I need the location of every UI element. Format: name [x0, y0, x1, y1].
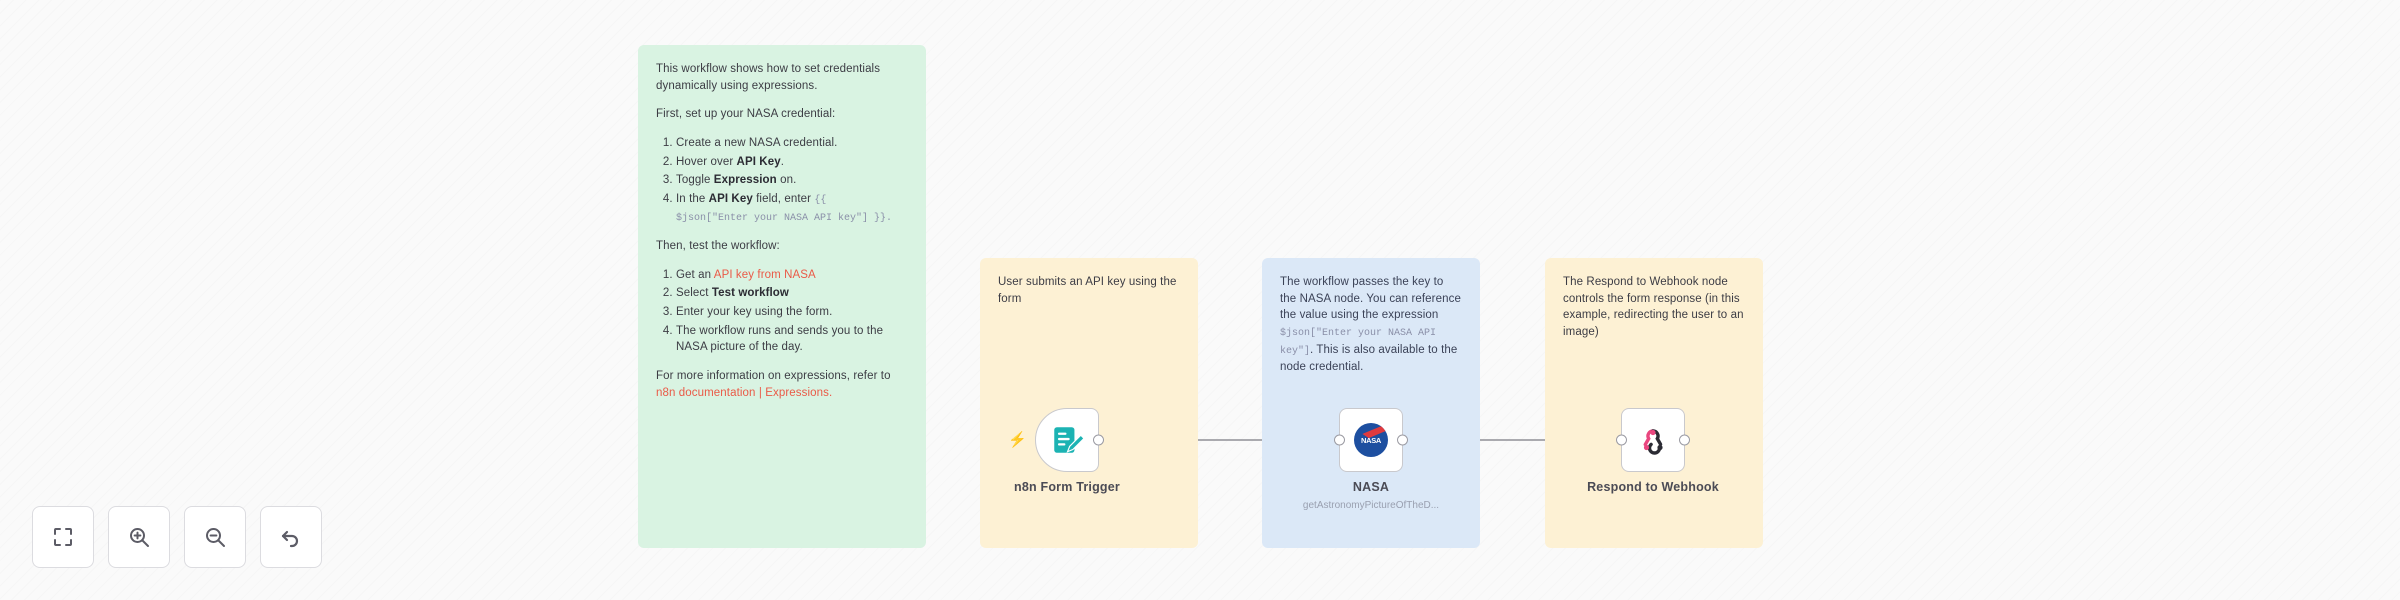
node-label-respond-to-webhook: Respond to Webhook — [1587, 480, 1719, 494]
sticky-note-nasa[interactable]: The workflow passes the key to the NASA … — [1262, 258, 1480, 548]
undo-arrow-icon — [281, 530, 299, 548]
nasa-api-key-link[interactable]: API key from NASA — [713, 268, 816, 281]
output-port[interactable] — [1679, 434, 1690, 446]
node-n8n-form-trigger[interactable]: ⚡ n8n Form Trigger — [1008, 408, 1120, 494]
note-nasa-text: The workflow passes the key to the NASA … — [1280, 276, 1461, 374]
sticky-note-respond-to-webhook[interactable]: The Respond to Webhook node controls the… — [1545, 258, 1763, 548]
zoom-in-icon — [130, 528, 149, 547]
note-setup-credential-steps: Create a new NASA credential. Hover over… — [656, 135, 908, 226]
test-step-4: The workflow runs and sends you to the N… — [676, 323, 908, 356]
trigger-bolt-icon: ⚡ — [1008, 431, 1027, 449]
note-setup-intro: This workflow shows how to set credentia… — [656, 63, 881, 92]
note-form-text: User submits an API key using the form — [998, 276, 1177, 305]
credential-step-1: Create a new NASA credential. — [676, 135, 908, 152]
node-label-n8n-form-trigger: n8n Form Trigger — [1014, 480, 1120, 494]
node-n8n-form-trigger-box[interactable]: ⚡ — [1008, 408, 1104, 472]
form-icon — [1054, 427, 1084, 453]
test-step-3: Enter your key using the form. — [676, 304, 908, 321]
note-setup-heading-test: Then, test the workflow: — [656, 240, 780, 253]
reset-zoom-button[interactable] — [260, 506, 322, 568]
input-port[interactable] — [1334, 434, 1345, 446]
note-respond-text: The Respond to Webhook node controls the… — [1563, 276, 1744, 339]
credential-step-3: Toggle Expression on. — [676, 172, 908, 189]
zoom-to-fit-icon — [54, 528, 72, 546]
output-port[interactable] — [1397, 434, 1408, 446]
sticky-note-setup[interactable]: This workflow shows how to set credentia… — [638, 45, 926, 548]
zoom-to-fit-button[interactable] — [32, 506, 94, 568]
zoom-toolbar[interactable] — [32, 506, 322, 568]
input-port[interactable] — [1616, 434, 1627, 446]
node-label-nasa: NASA — [1352, 480, 1390, 494]
node-nasa[interactable]: NASA NASA getAstronomyPictureOfTheD... — [1303, 408, 1439, 511]
node-sublabel-nasa: getAstronomyPictureOfTheD... — [1302, 500, 1440, 511]
zoom-out-button[interactable] — [184, 506, 246, 568]
note-setup-test-steps: Get an API key from NASA Select Test wor… — [656, 267, 908, 356]
test-step-2: Select Test workflow — [676, 285, 908, 302]
nasa-logo-icon: NASA — [1354, 423, 1388, 457]
sticky-note-form-trigger[interactable]: User submits an API key using the form — [980, 258, 1198, 548]
node-respond-to-webhook-box[interactable] — [1616, 408, 1690, 472]
zoom-in-button[interactable] — [108, 506, 170, 568]
note-setup-footer: For more information on expressions, ref… — [656, 370, 891, 399]
n8n-docs-expressions-link[interactable]: n8n documentation | Expressions. — [656, 386, 833, 399]
node-respond-to-webhook[interactable]: Respond to Webhook — [1587, 408, 1719, 494]
test-step-1: Get an API key from NASA — [676, 267, 908, 284]
note-setup-heading-credential: First, set up your NASA credential: — [656, 108, 836, 121]
zoom-out-icon — [206, 528, 225, 547]
credential-step-2: Hover over API Key. — [676, 154, 908, 171]
webhook-icon — [1643, 429, 1663, 455]
node-nasa-box[interactable]: NASA — [1334, 408, 1408, 472]
credential-step-4: In the API Key field, enter {{$json["Ent… — [676, 191, 908, 226]
output-port[interactable] — [1093, 434, 1104, 446]
